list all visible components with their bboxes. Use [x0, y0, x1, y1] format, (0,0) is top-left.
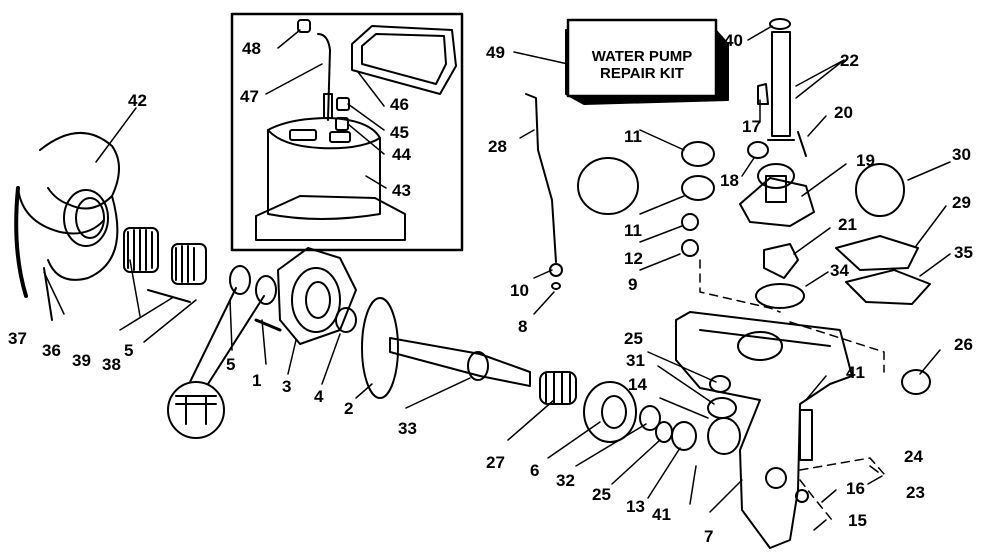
callout-13: 13 [626, 497, 645, 516]
callout-10: 10 [510, 281, 529, 300]
kit-label-line1: WATER PUMP [591, 47, 693, 65]
inset-exhaust-housing-box [230, 12, 464, 252]
callout-7: 7 [704, 527, 714, 546]
callout-28: 28 [488, 137, 507, 156]
callout-33: 33 [398, 419, 417, 438]
callout-18: 18 [720, 171, 739, 190]
callout-1: 1 [252, 371, 262, 390]
callout-11a: 11 [624, 127, 642, 146]
leader-lines [43, 25, 951, 531]
callout-12: 12 [624, 249, 643, 268]
callout-35: 35 [954, 243, 973, 262]
kit-label: WATER PUMP REPAIR KIT [568, 34, 716, 96]
callout-47: 47 [240, 87, 259, 106]
callout-22: 22 [840, 51, 859, 70]
callout-21: 21 [838, 215, 857, 234]
callout-45: 45 [390, 123, 409, 142]
callout-40: 40 [724, 31, 743, 50]
callout-42: 42 [128, 91, 147, 110]
callout-25a: 25 [624, 329, 643, 348]
callout-23: 23 [906, 483, 925, 502]
callout-17: 17 [742, 117, 761, 136]
callout-49: 49 [486, 43, 505, 62]
gearcase-housing [675, 311, 853, 549]
callout-41a: 41 [846, 363, 865, 382]
callout-41b: 41 [652, 505, 671, 524]
callout-48: 48 [242, 39, 261, 58]
callout-11b: 11 [624, 221, 642, 240]
callout-16: 16 [846, 479, 865, 498]
seal-detail-inset [167, 287, 265, 439]
callout-37: 37 [8, 329, 27, 348]
callout-3: 3 [282, 377, 292, 396]
callout-2: 2 [344, 399, 354, 418]
kit-label-line2: REPAIR KIT [600, 65, 684, 82]
callout-20: 20 [834, 103, 853, 122]
callout-8: 8 [518, 317, 528, 336]
callout-39: 39 [72, 351, 91, 370]
driveshaft-and-water-pump [577, 18, 931, 395]
callout-15: 15 [848, 511, 867, 530]
callout-32: 32 [556, 471, 575, 490]
callout-31: 31 [626, 351, 645, 370]
callout-44: 44 [392, 145, 411, 164]
callout-6: 6 [530, 461, 540, 480]
dashed-alignment-lines [699, 259, 885, 521]
callout-43: 43 [392, 181, 411, 200]
prop-hub-parts [43, 227, 277, 321]
callout-26: 26 [954, 335, 973, 354]
gear-set [583, 375, 741, 455]
callout-30: 30 [952, 145, 971, 164]
callout-24: 24 [904, 447, 923, 466]
propeller [14, 132, 120, 298]
callout-5b: 5 [226, 355, 236, 374]
callout-38: 38 [102, 355, 121, 374]
callout-34: 34 [830, 261, 849, 280]
propeller-shaft [389, 337, 577, 405]
callout-9: 9 [628, 275, 638, 294]
callout-19: 19 [856, 151, 875, 170]
callout-5a: 5 [124, 341, 134, 360]
callout-46: 46 [390, 95, 409, 114]
callout-14: 14 [628, 375, 647, 394]
water-pump-repair-kit-box [565, 18, 729, 105]
bearing-carrier [254, 247, 399, 399]
callout-4: 4 [314, 387, 324, 406]
shift-rod [525, 93, 563, 290]
callout-27: 27 [486, 453, 505, 472]
callout-25b: 25 [592, 485, 611, 504]
callout-36: 36 [42, 341, 61, 360]
callout-29: 29 [952, 193, 971, 212]
